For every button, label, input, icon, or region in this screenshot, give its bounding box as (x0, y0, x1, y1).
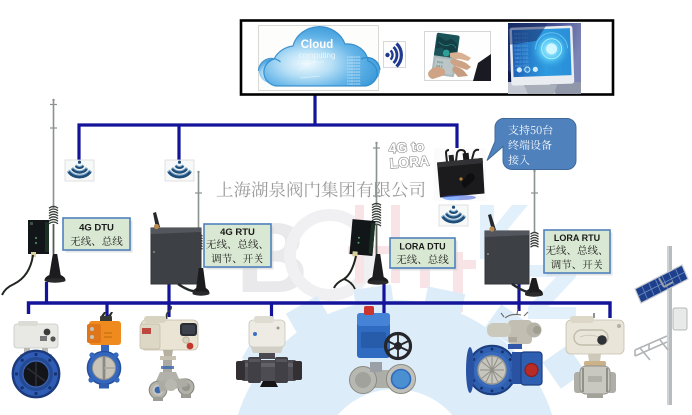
svg-text:10110101: 10110101 (347, 55, 361, 59)
svg-text:8 8 8: 8 8 8 (437, 60, 444, 65)
svg-text:LORA: LORA (389, 152, 430, 171)
svg-text:LORA DTU: LORA DTU (399, 242, 445, 252)
svg-text:4G DTU: 4G DTU (79, 223, 114, 234)
svg-text:LORA RTU: LORA RTU (554, 233, 600, 243)
svg-text:0110 1011: 0110 1011 (515, 56, 529, 60)
svg-text:0110 1011: 0110 1011 (515, 48, 529, 52)
svg-text:0110 1011: 0110 1011 (515, 68, 529, 72)
svg-text:10110101: 10110101 (347, 64, 361, 68)
svg-text:Cloud: Cloud (301, 39, 334, 51)
svg-text:10110101: 10110101 (347, 82, 361, 86)
svg-text:0110 1011: 0110 1011 (515, 64, 529, 68)
svg-text:10110101: 10110101 (347, 67, 361, 71)
svg-text:10110101: 10110101 (347, 61, 361, 65)
svg-text:4G to: 4G to (388, 138, 425, 156)
svg-text:10110101: 10110101 (347, 73, 361, 77)
svg-text:0110 1011: 0110 1011 (515, 52, 529, 56)
svg-text:4G RTU: 4G RTU (220, 227, 255, 238)
svg-text:10110101: 10110101 (347, 70, 361, 74)
svg-text:0110 1011: 0110 1011 (514, 44, 528, 48)
svg-text:10110101: 10110101 (347, 76, 361, 80)
svg-text:8 8 8: 8 8 8 (436, 64, 443, 69)
svg-text:0110 1011: 0110 1011 (515, 60, 529, 64)
svg-text:10110101: 10110101 (347, 58, 361, 62)
svg-text:computing: computing (299, 51, 336, 60)
svg-text:10110101: 10110101 (347, 79, 361, 83)
